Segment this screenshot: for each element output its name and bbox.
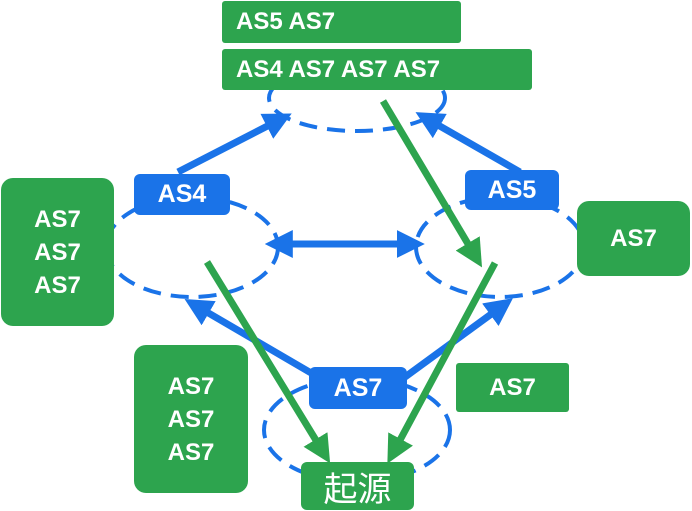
arrow-as4-to-top — [176, 113, 292, 176]
bottom-right-path-text: AS7 — [489, 373, 536, 401]
as7-label: AS7 — [309, 367, 407, 409]
right-path-text: AS7 — [610, 224, 657, 252]
left-path-box: AS7 AS7 AS7 — [1, 178, 114, 326]
bottom-left-path-line-3: AS7 — [167, 438, 215, 466]
as4-label: AS4 — [134, 174, 230, 215]
bottom-left-path-line-1: AS7 — [167, 372, 215, 400]
green-arrow-top-to-as5 — [379, 99, 483, 268]
top-path-text-2: AS4 AS7 AS7 AS7 — [236, 55, 441, 83]
bottom-left-path-box: AS7 AS7 AS7 — [134, 345, 248, 493]
arrow-as5-to-top — [415, 112, 522, 176]
right-path-box: AS7 — [577, 201, 690, 276]
origin-label: 起源 — [301, 462, 414, 510]
top-path-text-1: AS5 AS7 — [236, 8, 336, 35]
bottom-left-path-line-2: AS7 — [167, 405, 215, 433]
green-arrow-as5-to-origin — [387, 261, 499, 464]
as-top-ellipse — [267, 63, 447, 133]
as5-ellipse — [414, 195, 586, 299]
green-arrow-as4-to-origin — [204, 260, 331, 464]
left-path-line-3: AS7 — [34, 271, 81, 299]
arrow-as7-to-as4 — [184, 299, 332, 388]
top-path-label-2: AS4 AS7 AS7 AS7 — [222, 49, 532, 90]
left-path-line-2: AS7 — [34, 238, 81, 266]
as5-label: AS5 — [465, 170, 559, 210]
bottom-right-path-box: AS7 — [456, 363, 569, 412]
top-path-label-1: AS5 AS7 — [222, 1, 461, 43]
left-path-line-1: AS7 — [34, 205, 81, 233]
